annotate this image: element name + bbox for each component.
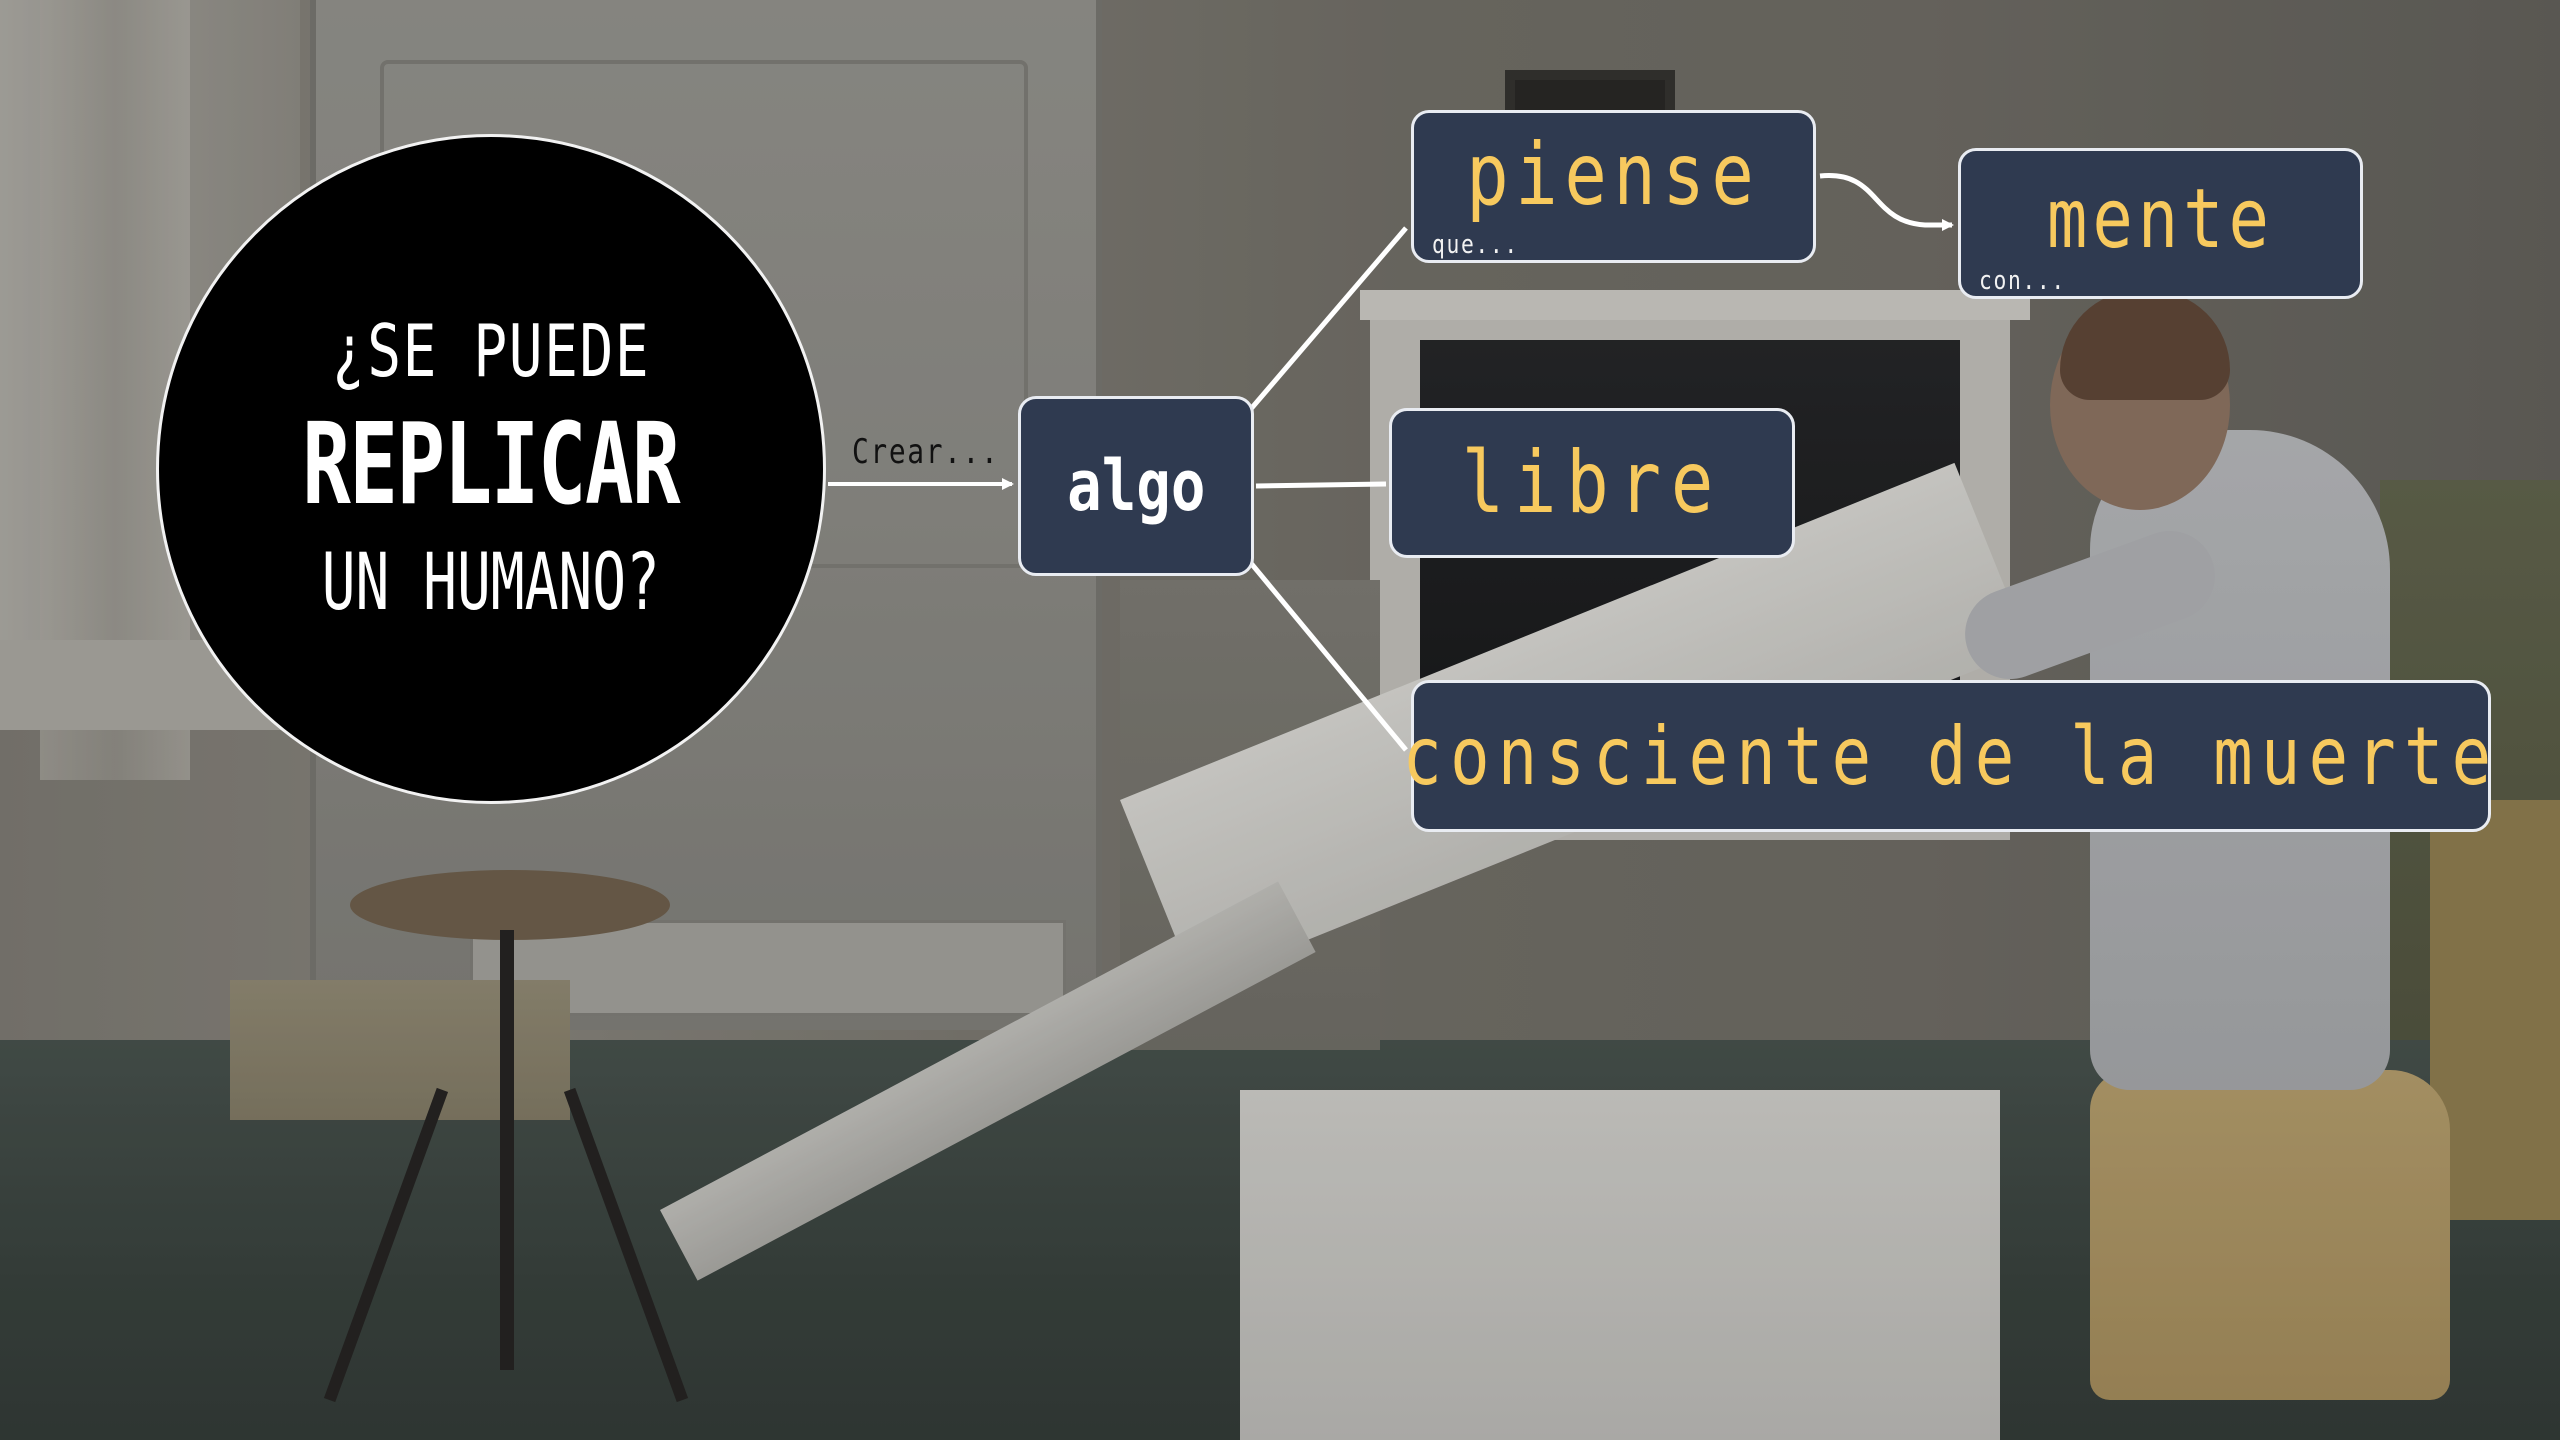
node-piense-label: piense [1466,124,1761,225]
question-line-1: ¿SE PUEDE [331,309,651,393]
node-piense-prefix: que... [1432,230,1519,260]
background-mantle [1360,290,2030,320]
background-box [1240,1090,2000,1440]
node-mente: mente con... [1958,148,2363,299]
node-mente-label: mente [2046,172,2275,267]
node-algo: algo [1018,396,1254,576]
node-consciente-label: consciente de la muerte [1402,709,2500,803]
node-libre-label: libre [1461,433,1723,533]
background-stool-seat [350,870,670,940]
background-person-hair [2060,290,2230,400]
node-algo-label: algo [1066,445,1206,527]
question-line-3: UN HUMANO? [321,538,661,628]
background-basket [2430,800,2560,1220]
node-libre: libre [1389,408,1795,558]
question-circle: ¿SE PUEDE REPLICAR UN HUMANO? [156,134,826,804]
edge-label-crear: Crear... [852,432,1000,472]
background-person-legs [2090,1070,2450,1400]
node-piense: piense que... [1411,110,1816,263]
node-consciente: consciente de la muerte [1403,680,2491,832]
question-line-2: REPLICAR [302,400,681,530]
background-stool-leg [500,930,514,1370]
node-mente-prefix: con... [1979,266,2066,296]
